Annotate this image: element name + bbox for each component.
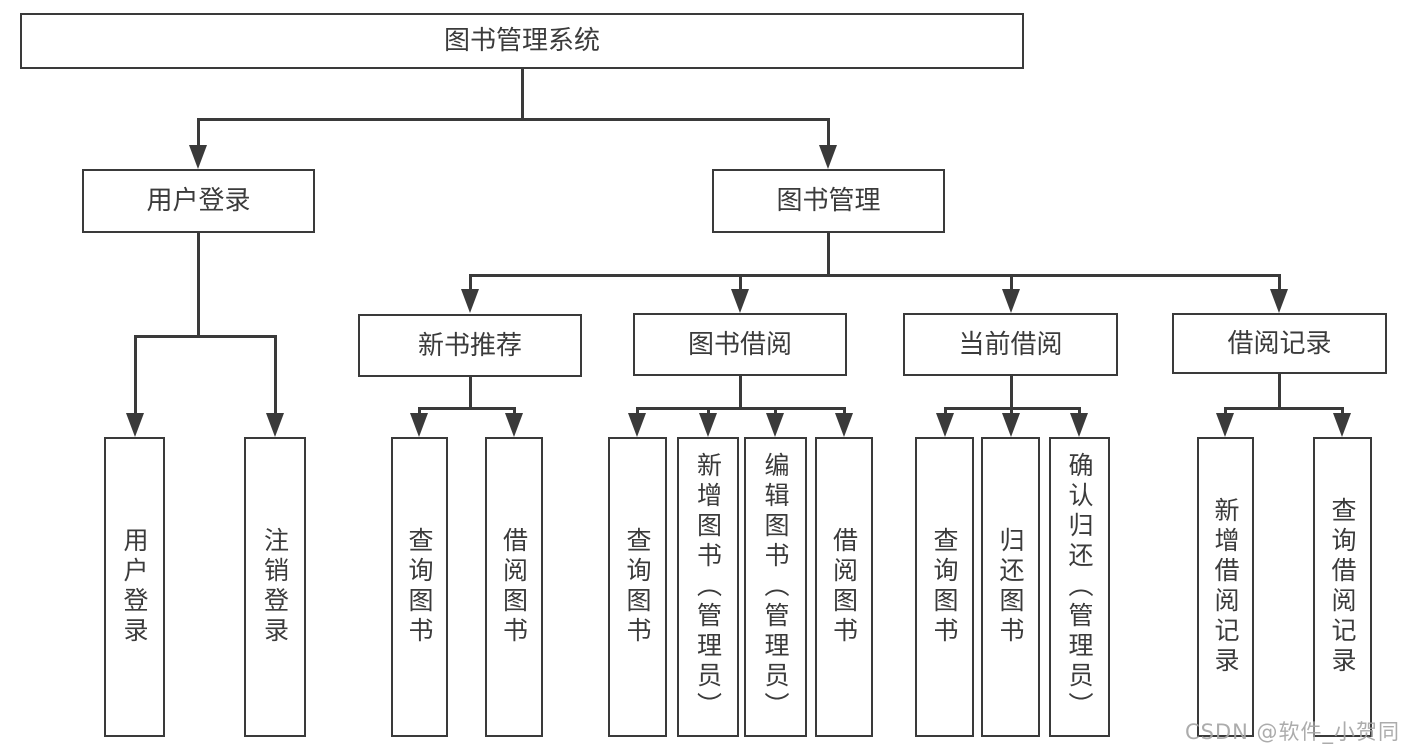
connector-line (1009, 274, 1013, 290)
node-label: 归还图书 (996, 527, 1025, 647)
connector-line (468, 377, 472, 409)
connector-line (468, 274, 1281, 277)
connector-line (512, 407, 516, 415)
connector-line (826, 233, 830, 276)
connector-line (1340, 407, 1344, 415)
arrowhead-icon (699, 413, 717, 437)
connector-line (635, 407, 639, 415)
arrowhead-icon (835, 413, 853, 437)
connector-line (417, 407, 421, 415)
node-label: 查询图书 (930, 527, 959, 647)
connector-line (842, 407, 846, 415)
arrowhead-icon (461, 289, 479, 313)
connector-line (273, 335, 277, 413)
connector-line (1223, 407, 1227, 415)
connector-line (1009, 376, 1013, 409)
node-user-login: 用户登录 (82, 169, 315, 233)
node-label: 图书借阅 (687, 329, 792, 360)
node-leaf-borrow-books: 借阅图书 (815, 437, 873, 737)
node-label: 新增借阅记录 (1211, 497, 1240, 677)
arrowhead-icon (1270, 289, 1288, 313)
arrowhead-icon (505, 413, 523, 437)
connector-line (520, 69, 524, 121)
arrowhead-icon (1002, 413, 1020, 437)
connector-line (706, 407, 710, 415)
arrowhead-icon (266, 413, 284, 437)
node-label: 注销登录 (260, 527, 290, 647)
connector-line (133, 335, 277, 338)
node-book-management: 图书管理 (712, 169, 945, 233)
node-leaf-query-books-current: 查询图书 (915, 437, 974, 737)
node-leaf-query-books-recommend: 查询图书 (391, 437, 448, 737)
arrowhead-icon (1002, 289, 1020, 313)
node-leaf-logout: 注销登录 (244, 437, 306, 737)
node-borrow-records: 借阅记录 (1172, 313, 1387, 374)
connector-line (196, 233, 200, 337)
arrowhead-icon (628, 413, 646, 437)
node-label: 用户登录 (120, 527, 149, 647)
node-leaf-confirm-return-admin: 确认归还（管理员） (1049, 437, 1110, 737)
connector-line (943, 407, 947, 415)
connector-line (1277, 274, 1281, 290)
node-leaf-add-books-admin: 新增图书（管理员） (677, 437, 739, 737)
connector-line (468, 274, 472, 290)
node-leaf-edit-books-admin: 编辑图书（管理员） (744, 437, 807, 737)
connector-line (196, 118, 200, 146)
connector-line (635, 407, 846, 410)
node-library-system: 图书管理系统 (20, 13, 1024, 69)
arrowhead-icon (189, 145, 207, 169)
arrowhead-icon (1333, 413, 1351, 437)
arrowhead-icon (1070, 413, 1088, 437)
connector-line (1223, 407, 1344, 410)
node-label: 借阅图书 (829, 527, 859, 647)
node-label: 用户登录 (146, 186, 251, 216)
node-new-book-recommend: 新书推荐 (358, 314, 582, 377)
arrowhead-icon (410, 413, 428, 437)
node-label: 新书推荐 (417, 330, 522, 361)
connector-line (196, 118, 830, 121)
arrowhead-icon (731, 289, 749, 313)
node-leaf-query-borrow-record: 查询借阅记录 (1313, 437, 1372, 737)
node-label: 确认归还（管理员） (1065, 452, 1094, 722)
node-label: 新增图书（管理员） (693, 452, 723, 722)
connector-line (738, 376, 742, 409)
connector-line (738, 274, 742, 290)
node-label: 借阅图书 (499, 527, 529, 647)
connector-line (826, 118, 830, 146)
node-current-borrow: 当前借阅 (903, 313, 1118, 376)
connector-line (773, 407, 777, 415)
connector-line (133, 335, 137, 413)
arrowhead-icon (766, 413, 784, 437)
node-label: 编辑图书（管理员） (761, 452, 790, 722)
watermark: CSDN @软件_小贺同学 (1185, 720, 1401, 744)
node-label: 查询借阅记录 (1328, 497, 1357, 677)
node-label: 查询图书 (405, 527, 434, 647)
node-leaf-add-borrow-record: 新增借阅记录 (1197, 437, 1254, 737)
node-book-borrow: 图书借阅 (633, 313, 847, 376)
connector-line (1009, 407, 1013, 415)
node-leaf-user-login: 用户登录 (104, 437, 165, 737)
node-leaf-query-books-borrow: 查询图书 (608, 437, 667, 737)
node-label: 当前借阅 (958, 329, 1063, 360)
node-leaf-return-books: 归还图书 (981, 437, 1040, 737)
connector-line (417, 407, 516, 410)
node-label: 查询图书 (623, 527, 652, 647)
node-label: 图书管理 (776, 186, 881, 216)
node-label: 借阅记录 (1227, 328, 1332, 359)
connector-line (1077, 407, 1081, 415)
arrowhead-icon (936, 413, 954, 437)
node-label: 图书管理系统 (443, 26, 600, 56)
arrowhead-icon (819, 145, 837, 169)
node-leaf-borrow-books-recommend: 借阅图书 (485, 437, 543, 737)
arrowhead-icon (1216, 413, 1234, 437)
connector-line (1277, 374, 1281, 409)
arrowhead-icon (126, 413, 144, 437)
